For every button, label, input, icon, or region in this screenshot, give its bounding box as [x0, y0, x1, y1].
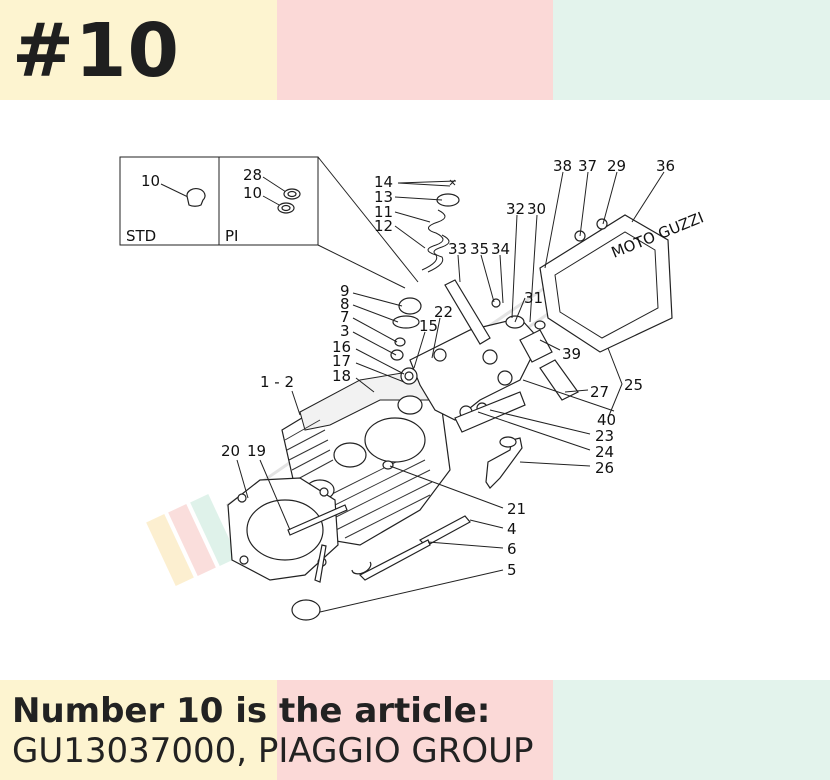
callout-3: 3 — [340, 322, 350, 340]
callout-18: 18 — [332, 367, 351, 385]
callout-11: 11 — [374, 203, 393, 221]
callout-9: 9 — [340, 282, 350, 300]
callout-40: 40 — [597, 411, 616, 429]
caption-part-number: GU13037000, PIAGGIO GROUP — [12, 731, 534, 771]
head-gasket — [227, 477, 339, 581]
callout-15: 15 — [419, 317, 438, 335]
callout-20: 20 — [221, 442, 240, 460]
valve-guide-seal-std — [186, 188, 206, 207]
bottom-color-band — [0, 680, 830, 780]
callout-24: 24 — [595, 443, 614, 461]
exploded-parts-diagram: STD PI 10 28 10 — [119, 156, 706, 621]
band-pink — [276, 0, 554, 100]
callout-36: 36 — [656, 157, 675, 175]
valve-spring-stack — [421, 179, 460, 273]
callout-39: 39 — [562, 345, 581, 363]
band-yellow-bottom — [0, 680, 277, 780]
callout-29: 29 — [607, 157, 626, 175]
callout-7: 7 — [340, 308, 350, 326]
callout-6: 6 — [507, 540, 517, 558]
inset-callout-10b: 10 — [243, 184, 262, 202]
callout-numbers: 14 13 11 12 38 37 29 36 32 30 33 35 34 3… — [221, 157, 675, 579]
inset-callout-10: 10 — [141, 172, 160, 190]
rocker-support — [409, 317, 541, 433]
inset-pi-label: PI — [225, 227, 238, 245]
callout-17: 17 — [332, 352, 351, 370]
callout-16: 16 — [332, 338, 351, 356]
callout-23: 23 — [595, 427, 614, 445]
callout-19: 19 — [247, 442, 266, 460]
callout-5: 5 — [507, 561, 517, 579]
caption-headline: Number 10 is the article: — [12, 691, 491, 731]
band-pink-bottom — [276, 680, 554, 780]
callout-4: 4 — [507, 520, 517, 538]
band-mint — [553, 0, 830, 100]
inset-box: STD PI 10 28 10 — [119, 156, 419, 289]
callout-14: 14 — [374, 173, 393, 191]
callout-13: 13 — [374, 188, 393, 206]
callout-31: 31 — [524, 289, 543, 307]
callout-8: 8 — [340, 295, 350, 313]
top-color-band — [0, 0, 830, 100]
callout-22: 22 — [434, 303, 453, 321]
callout-34: 34 — [491, 240, 510, 258]
band-mint-bottom — [553, 680, 830, 780]
callout-37: 37 — [578, 157, 597, 175]
callout-30: 30 — [527, 200, 546, 218]
callout-12: 12 — [374, 217, 393, 235]
callout-32: 32 — [506, 200, 525, 218]
stud-pushrod-valves — [287, 504, 471, 621]
callout-26: 26 — [595, 459, 614, 477]
band-yellow — [0, 0, 277, 100]
item-number-title: #10 — [12, 8, 180, 94]
callout-33: 33 — [448, 240, 467, 258]
callout-21: 21 — [507, 500, 526, 518]
inset-std-label: STD — [126, 227, 156, 245]
callout-35: 35 — [470, 240, 489, 258]
callout-25: 25 — [624, 376, 643, 394]
callout-1-2: 1 - 2 — [260, 373, 294, 391]
inset-callout-28: 28 — [243, 166, 262, 184]
callout-38: 38 — [553, 157, 572, 175]
callout-27: 27 — [590, 383, 609, 401]
valve-cover: MOTO GUZZI — [539, 208, 706, 353]
callout-leaders — [236, 171, 665, 613]
